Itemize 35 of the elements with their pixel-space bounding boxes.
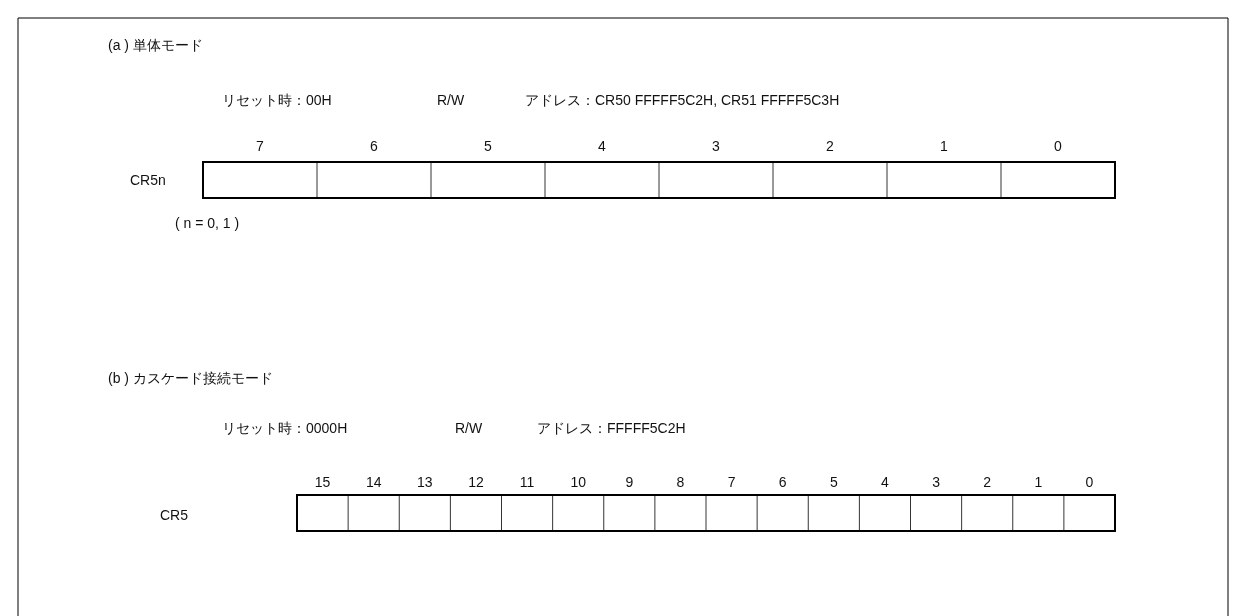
bit-number: 5 — [484, 139, 492, 153]
bit-number: 13 — [417, 475, 433, 489]
bit-number: 10 — [570, 475, 586, 489]
label-text: リセット時：0000H — [222, 421, 348, 435]
bit-number: 0 — [1054, 139, 1062, 153]
bit-number: 0 — [1085, 475, 1094, 489]
bit-number: 5 — [829, 475, 838, 489]
bit-number: 6 — [370, 139, 378, 153]
label-text: リセット時：00H — [222, 93, 332, 107]
bit-number: 4 — [598, 139, 606, 153]
bit-number: 2 — [983, 475, 992, 489]
bit-number: 7 — [727, 475, 736, 489]
label-text: アドレス：FFFFF5C2H — [537, 421, 686, 435]
label-text: R/W — [455, 421, 483, 435]
bit-number: 12 — [468, 475, 484, 489]
label-text: (a ) 単体モード — [108, 38, 203, 52]
bit-number: 7 — [256, 139, 264, 153]
bit-number: 8 — [676, 475, 685, 489]
bit-number: 15 — [314, 475, 331, 489]
bit-number: 11 — [519, 475, 535, 489]
bit-number: 6 — [778, 475, 787, 489]
bit-number: 4 — [881, 475, 889, 489]
label-text: ( n = 0, 1 ) — [175, 216, 240, 230]
register-name: CR5n — [130, 173, 166, 187]
bit-number: 3 — [932, 475, 940, 489]
bit-number: 14 — [365, 475, 382, 489]
label-text: R/W — [437, 93, 465, 107]
register-name: CR5 — [160, 508, 188, 522]
label-text: (b ) カスケード接続モード — [108, 371, 273, 385]
bit-number: 1 — [940, 139, 948, 153]
bit-number: 9 — [625, 475, 634, 489]
bit-number: 3 — [712, 139, 720, 153]
bit-number: 1 — [1034, 475, 1043, 489]
label-text: アドレス：CR50 FFFFF5C2H, CR51 FFFFF5C3H — [525, 93, 840, 107]
bit-number: 2 — [826, 139, 834, 153]
